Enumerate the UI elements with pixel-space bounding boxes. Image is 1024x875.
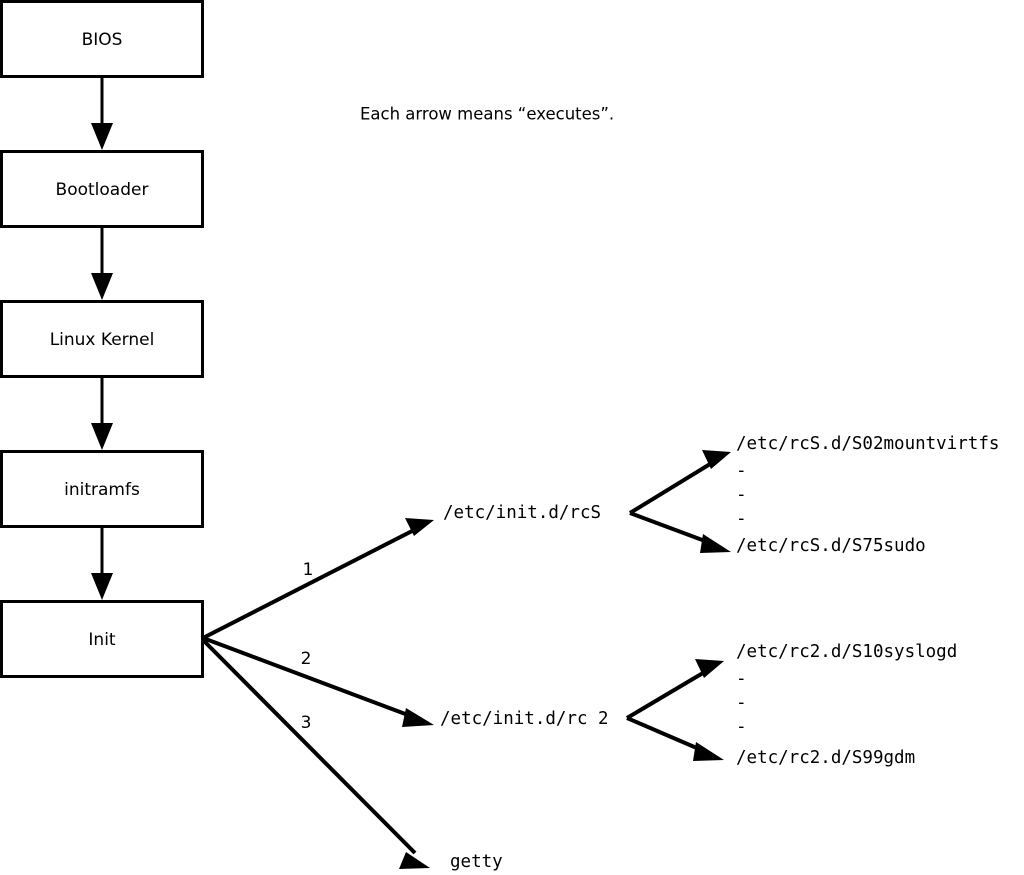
node-linux-kernel: Linux Kernel	[0, 300, 204, 378]
branch-number-3: 3	[301, 713, 312, 733]
arrowhead-down-icon	[91, 273, 113, 300]
rcs-node-label: /etc/init.d/rcS	[443, 503, 601, 523]
arrow-rcs-to-first-script	[628, 450, 731, 515]
initramfs-label: initramfs	[64, 480, 140, 500]
diagram-caption: Each arrow means “executes”.	[360, 105, 614, 124]
arrow-bootloader-to-kernel	[91, 228, 113, 300]
arrow-rc2-to-last-script	[626, 716, 724, 761]
linux-kernel-box	[0, 300, 204, 378]
node-bootloader: Bootloader	[0, 150, 204, 228]
rc2-ellipsis-dash: -	[736, 717, 747, 737]
rcs-ellipsis-dash: -	[736, 461, 747, 481]
arrowhead-down-icon	[91, 423, 113, 450]
rcs-last-script-label: /etc/rcS.d/S75sudo	[736, 536, 926, 556]
rc2-ellipsis-dash: -	[736, 693, 747, 713]
arrowhead-down-icon	[91, 123, 113, 150]
arrowhead-diagonal-icon	[702, 450, 731, 469]
branch-number-2: 2	[301, 649, 312, 669]
rc2-last-script-label: /etc/rc2.d/S99gdm	[736, 748, 915, 768]
arrowhead-down-icon	[91, 573, 113, 600]
getty-node-label: getty	[450, 852, 503, 872]
arrowhead-diagonal-icon	[693, 742, 724, 761]
branch-number-1: 1	[303, 560, 314, 580]
bios-box	[0, 0, 204, 78]
arrow-initramfs-to-init	[91, 528, 113, 600]
rc2-first-script-label: /etc/rc2.d/S10syslogd	[736, 642, 957, 662]
arrow-init-to-rcs	[202, 518, 434, 640]
init-label: Init	[88, 630, 116, 650]
rc2-node-label: /etc/init.d/rc 2	[440, 709, 609, 729]
bootloader-label: Bootloader	[56, 180, 149, 200]
rcs-ellipsis-dash: -	[736, 509, 747, 529]
arrowhead-diagonal-icon	[405, 518, 434, 536]
arrow-rc2-to-first-script	[625, 659, 724, 720]
bootloader-box	[0, 150, 204, 228]
linux-kernel-label: Linux Kernel	[50, 330, 155, 350]
arrowhead-diagonal-icon	[695, 659, 724, 678]
arrow-init-to-rc2	[202, 636, 434, 727]
initramfs-box	[0, 450, 204, 528]
node-init: Init	[0, 600, 204, 678]
node-bios: BIOS	[0, 0, 204, 78]
arrow-kernel-to-initramfs	[91, 378, 113, 450]
arrow-rcs-to-last-script	[629, 511, 731, 553]
arrowhead-diagonal-icon	[700, 534, 731, 553]
arrowhead-diagonal-icon	[402, 708, 434, 727]
arrow-init-to-getty	[201, 638, 430, 869]
rc2-ellipsis-dash: -	[736, 669, 747, 689]
rcs-first-script-label: /etc/rcS.d/S02mountvirtfs	[736, 434, 999, 454]
rcs-ellipsis-dash: -	[736, 485, 747, 505]
node-initramfs: initramfs	[0, 450, 204, 528]
init-box	[0, 600, 204, 678]
bios-label: BIOS	[82, 30, 123, 50]
arrowhead-diagonal-icon	[399, 852, 430, 869]
arrow-bios-to-bootloader	[91, 78, 113, 150]
